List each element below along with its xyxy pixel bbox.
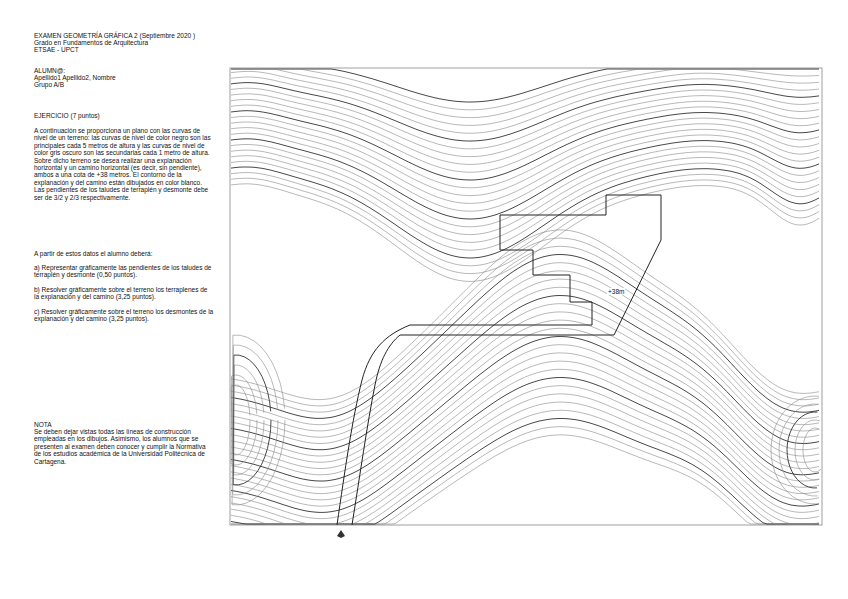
contour-line [231, 105, 819, 172]
contour-line [231, 69, 819, 118]
contour-line [231, 255, 819, 419]
course-line: Grado en Fundamentos de Arquitectura [34, 39, 148, 46]
contour-line [231, 419, 819, 525]
task-item: c) Resolver gráficamente sobre el terren… [34, 308, 214, 323]
platform-edge [410, 215, 592, 325]
contour-line [779, 404, 818, 496]
student-heading: ALUMN@: [34, 67, 65, 74]
contour-line [231, 167, 819, 258]
contour-line [231, 69, 819, 110]
contour-line [231, 378, 819, 513]
road-edge [352, 335, 400, 525]
note-heading: NOTA [34, 421, 52, 428]
contour-line [231, 394, 819, 524]
contour-line [231, 173, 819, 266]
contour-line [231, 369, 819, 506]
contour-line [231, 238, 819, 406]
task-intro: A partir de estos datos el alumno deberá… [34, 250, 214, 257]
contour-line [231, 287, 819, 443]
contour-line [231, 145, 819, 227]
task-item: a) Representar gráficamente las pendient… [34, 264, 214, 279]
contour-line [231, 111, 819, 180]
contour-line [231, 345, 819, 488]
contour-line [803, 428, 821, 472]
contour-line [231, 353, 819, 494]
contour-line [231, 133, 819, 211]
exercise-heading: EJERCICIO (7 puntos) [34, 112, 100, 119]
contour-line [231, 402, 819, 524]
contour-line [232, 335, 285, 505]
contour-line [231, 320, 819, 468]
contour-line [231, 150, 819, 235]
contour-line [231, 361, 819, 500]
contour-line [231, 246, 819, 412]
student-name: Apellido1 Apellido2, Nombre [34, 74, 116, 81]
contour-line [231, 69, 819, 102]
contour-line [233, 355, 271, 485]
school-line: ETSAE - UPCT [34, 46, 79, 53]
contour-line [231, 161, 819, 250]
exercise-statement: A continuación se proporciona un plano c… [34, 127, 214, 201]
contour-lines [231, 69, 821, 524]
contour-line [231, 328, 819, 475]
map-frame [230, 68, 822, 525]
contour-line [231, 296, 819, 450]
contour-line [231, 77, 819, 133]
task-item: b) Resolver gráficamente sobre el terren… [34, 286, 214, 301]
contour-line [231, 304, 819, 456]
logo-mark [337, 530, 345, 538]
contour-line [771, 396, 819, 504]
contour-line [233, 345, 278, 495]
contour-line [231, 71, 819, 125]
contour-line [231, 230, 819, 400]
contour-line [795, 420, 820, 480]
sheet-title: EXAMEN GEOMETRÍA GRÁFICA 2 (Septiembre 2… [34, 32, 195, 39]
contour-line [231, 184, 819, 282]
contour-line [231, 375, 257, 465]
contour-line [231, 271, 819, 431]
group-line: Grupo A/B [34, 81, 64, 88]
contour-line [231, 139, 819, 219]
road-edge [337, 325, 410, 525]
platform-edge [400, 195, 661, 335]
contour-line [234, 365, 264, 475]
elevation-label: +38m [607, 288, 625, 295]
contour-line [231, 410, 819, 524]
contour-line [231, 156, 819, 243]
platform-outline [337, 195, 661, 525]
contour-line [231, 279, 819, 437]
note-text: Se deben dejar vistas todas las líneas d… [34, 428, 214, 465]
contour-line [231, 83, 819, 141]
contour-line [787, 412, 817, 488]
contour-line [231, 312, 819, 462]
